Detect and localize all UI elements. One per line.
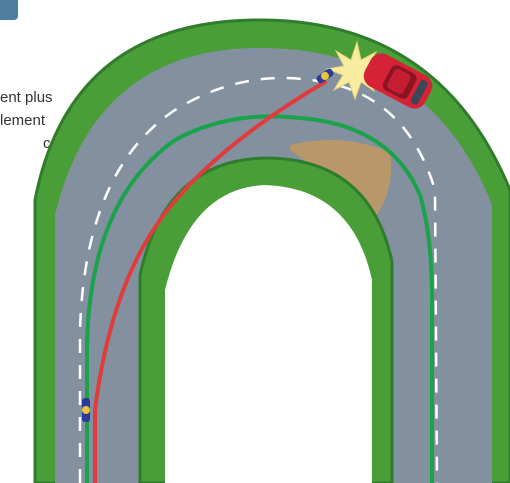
inner-opening <box>165 185 372 483</box>
motorcycle-rider-icon <box>82 398 90 422</box>
